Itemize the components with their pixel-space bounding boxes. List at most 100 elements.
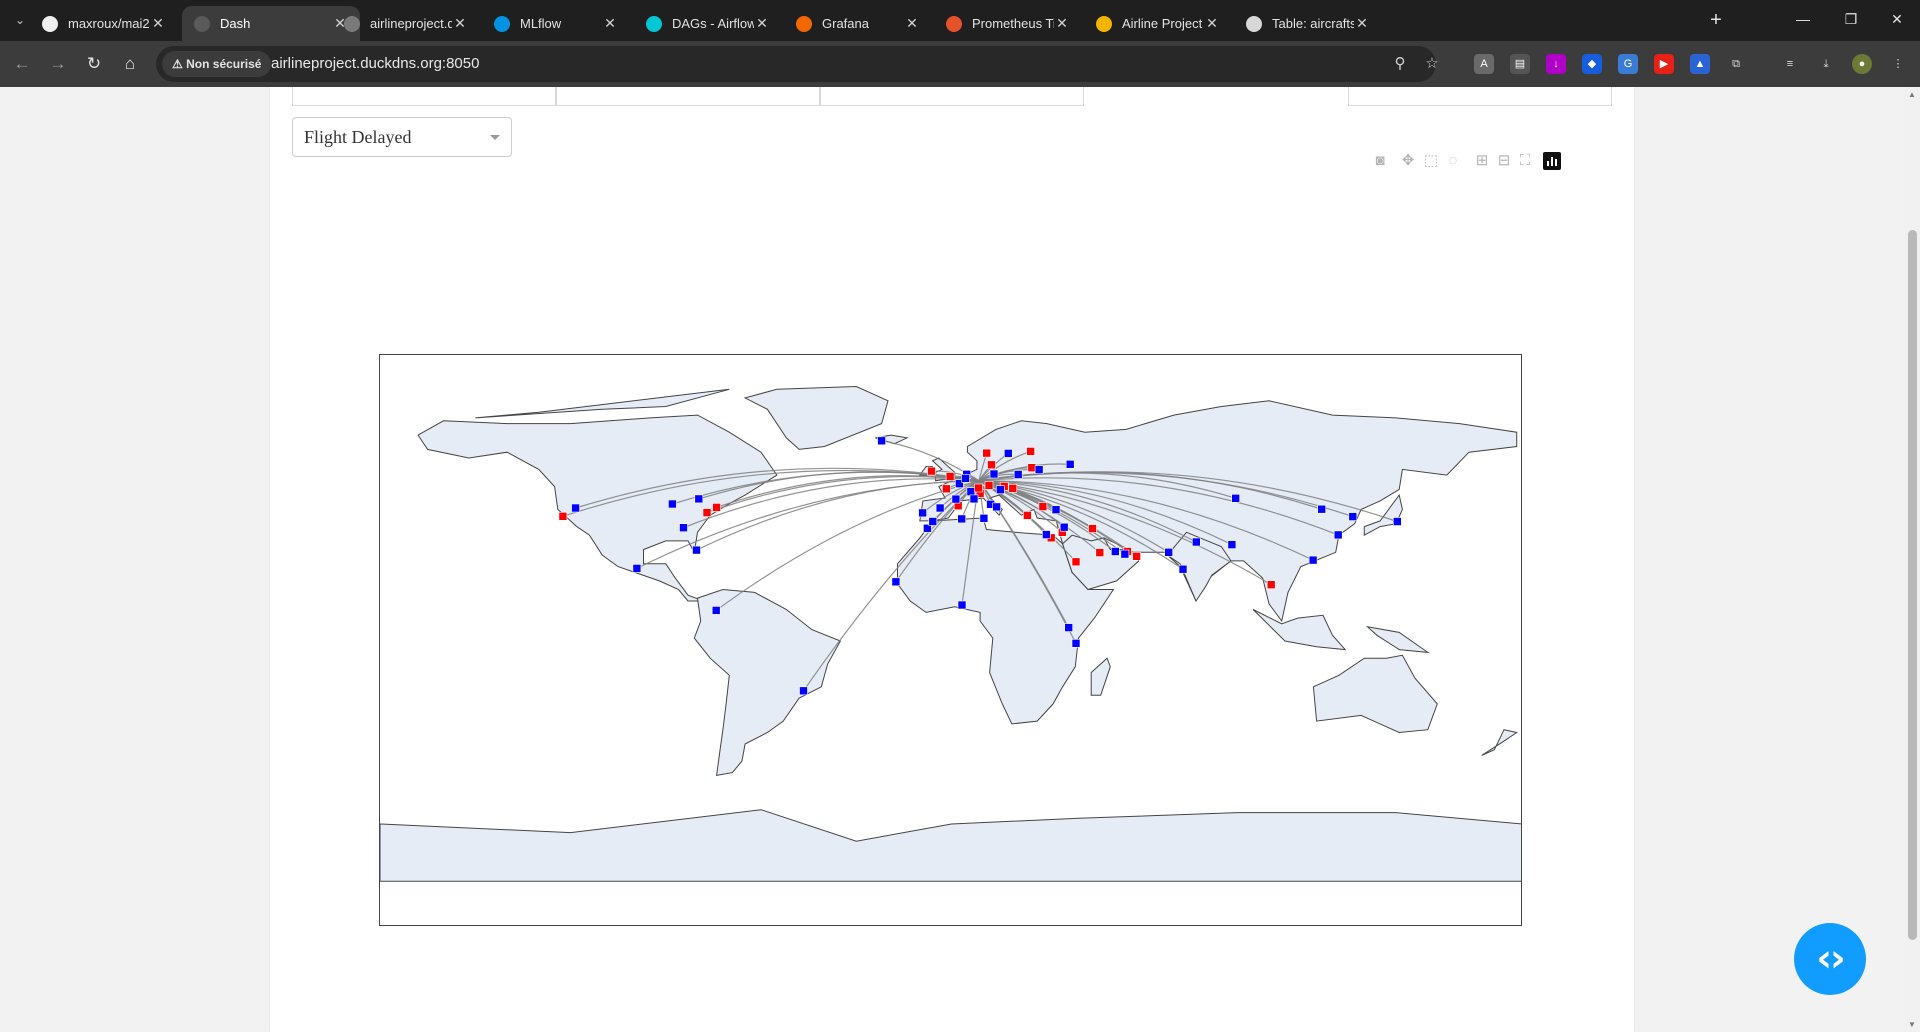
airport-marker-on-time[interactable] — [1120, 549, 1130, 559]
airport-marker-delayed[interactable] — [942, 484, 951, 494]
airport-marker-delayed[interactable] — [927, 466, 936, 476]
airport-marker-on-time[interactable] — [1333, 530, 1343, 540]
close-tab-icon[interactable]: ✕ — [604, 15, 616, 31]
airport-marker-on-time[interactable] — [957, 514, 967, 524]
airport-marker-on-time[interactable] — [1308, 555, 1318, 565]
camera-icon[interactable]: ◙ — [1375, 152, 1385, 169]
browser-tab[interactable]: maxroux/mai24_bde_✕ — [30, 6, 178, 41]
browser-tab[interactable]: DAGs - Airflow✕ — [634, 6, 782, 41]
close-tab-icon[interactable]: ✕ — [1206, 15, 1218, 31]
airport-marker-delayed[interactable] — [987, 460, 996, 470]
airport-marker-on-time[interactable] — [1392, 517, 1402, 526]
airport-marker-delayed[interactable] — [1095, 548, 1105, 557]
tab-search-icon[interactable]: ⌄ — [14, 13, 26, 27]
tab-manager-extension-icon[interactable]: ▤ — [1510, 54, 1530, 74]
airport-marker-on-time[interactable] — [632, 564, 642, 573]
plotly-logo-icon[interactable] — [1543, 152, 1561, 170]
airport-marker-on-time[interactable] — [979, 514, 989, 523]
airport-marker-on-time[interactable] — [957, 600, 967, 610]
airport-marker-on-time[interactable] — [877, 436, 886, 446]
airport-marker-on-time[interactable] — [571, 503, 580, 513]
url-text[interactable]: airlineproject.duckdns.org:8050 — [271, 55, 480, 72]
back-button[interactable]: ← — [13, 54, 31, 73]
airport-marker-on-time[interactable] — [668, 499, 677, 509]
airport-marker-on-time[interactable] — [1034, 465, 1044, 474]
airport-marker-delayed[interactable] — [1038, 502, 1048, 511]
airport-marker-on-time[interactable] — [1064, 623, 1074, 632]
forward-button[interactable]: → — [49, 54, 67, 73]
close-tab-icon[interactable]: ✕ — [334, 15, 346, 31]
browser-tab[interactable]: Grafana✕ — [784, 6, 932, 41]
airport-marker-on-time[interactable] — [989, 469, 999, 479]
airport-marker-delayed[interactable] — [1026, 447, 1035, 456]
browser-tab[interactable]: Table: aircrafts - api_c✕ — [1234, 6, 1382, 41]
reset-view-icon[interactable]: ⛶ — [1519, 152, 1531, 169]
profile-avatar[interactable]: ● — [1852, 54, 1872, 74]
browser-tab[interactable]: Airline Project - Data✕ — [1084, 6, 1232, 41]
airport-marker-on-time[interactable] — [1317, 504, 1327, 514]
geo-map-svg[interactable] — [380, 355, 1522, 926]
close-tab-icon[interactable]: ✕ — [454, 15, 466, 31]
reload-button[interactable]: ↻ — [86, 54, 102, 73]
airport-marker-on-time[interactable] — [1178, 564, 1188, 574]
airport-marker-on-time[interactable] — [1191, 537, 1201, 547]
scrollbar-thumb[interactable] — [1908, 230, 1917, 940]
airport-marker-on-time[interactable] — [799, 686, 808, 696]
airport-marker-on-time[interactable] — [711, 606, 721, 615]
close-tab-icon[interactable]: ✕ — [1056, 15, 1068, 31]
airport-marker-delayed[interactable] — [982, 448, 992, 458]
airport-marker-on-time[interactable] — [996, 485, 1005, 494]
airport-marker-on-time[interactable] — [1231, 494, 1241, 503]
drive-extension-icon[interactable]: ▲ — [1690, 54, 1710, 74]
airport-marker-on-time[interactable] — [694, 494, 704, 504]
airport-marker-on-time[interactable] — [1065, 460, 1075, 469]
browser-tab[interactable]: MLflow✕ — [482, 6, 630, 41]
airport-marker-on-time[interactable] — [1110, 547, 1120, 556]
scroll-down-icon[interactable]: ▼ — [1908, 1020, 1916, 1029]
address-bar[interactable]: ⚠ Non sécurisé airlineproject.duckdns.or… — [156, 46, 1439, 82]
browser-tab[interactable]: Dash✕ — [182, 6, 360, 41]
airport-marker-delayed[interactable] — [1266, 580, 1276, 589]
airport-marker-on-time[interactable] — [891, 577, 901, 587]
box-select-icon[interactable]: ⬚ — [1423, 152, 1439, 169]
home-button[interactable]: ⌂ — [124, 54, 136, 73]
pan-icon[interactable]: ✥ — [1401, 152, 1415, 169]
airport-marker-on-time[interactable] — [1348, 512, 1358, 521]
airport-marker-on-time[interactable] — [1051, 505, 1061, 514]
new-tab-button[interactable]: + — [1710, 9, 1722, 31]
airport-marker-on-time[interactable] — [955, 479, 964, 488]
close-tab-icon[interactable]: ✕ — [756, 15, 768, 31]
airport-marker-on-time[interactable] — [1059, 522, 1069, 532]
airport-marker-on-time[interactable] — [1071, 638, 1081, 648]
airport-marker-on-time[interactable] — [918, 508, 927, 518]
minimize-button[interactable]: — — [1796, 11, 1810, 27]
airport-marker-delayed[interactable] — [702, 508, 712, 517]
browser-tab[interactable]: airlineproject.duckdns✕ — [332, 6, 480, 41]
translate-extension-icon[interactable]: A — [1474, 54, 1494, 74]
airport-marker-on-time[interactable] — [951, 494, 961, 504]
downloader-extension-icon[interactable]: ↓ — [1546, 54, 1566, 74]
airport-marker-on-time[interactable] — [1003, 449, 1013, 458]
airport-marker-delayed[interactable] — [1132, 552, 1141, 561]
airport-marker-delayed[interactable] — [974, 483, 983, 493]
airport-marker-on-time[interactable] — [966, 487, 976, 496]
airport-marker-on-time[interactable] — [1013, 470, 1023, 479]
airport-marker-on-time[interactable] — [692, 545, 701, 555]
airport-marker-on-time[interactable] — [1164, 548, 1174, 557]
download-icon[interactable]: ⤓ — [1823, 58, 1829, 70]
airport-marker-delayed[interactable] — [1088, 524, 1097, 533]
airport-marker-delayed[interactable] — [1071, 557, 1081, 567]
airport-marker-on-time[interactable] — [679, 523, 688, 532]
zoom-in-icon[interactable]: ⊞ — [1475, 152, 1489, 169]
lasso-icon[interactable]: ◌ — [1448, 152, 1458, 169]
scroll-up-icon[interactable]: ▲ — [1908, 90, 1916, 99]
airport-marker-on-time[interactable] — [923, 524, 932, 533]
dash-debug-button[interactable]: ‹› — [1794, 923, 1866, 995]
close-window-button[interactable]: ✕ — [1891, 11, 1903, 27]
airport-marker-delayed[interactable] — [1023, 511, 1032, 520]
youtube-extension-icon[interactable]: ▶ — [1654, 54, 1674, 74]
close-tab-icon[interactable]: ✕ — [1356, 15, 1368, 31]
airport-marker-delayed[interactable] — [1008, 484, 1018, 493]
extensions-puzzle-icon[interactable]: ⧉ — [1732, 58, 1740, 70]
reading-list-icon[interactable]: ≡ — [1786, 58, 1794, 70]
